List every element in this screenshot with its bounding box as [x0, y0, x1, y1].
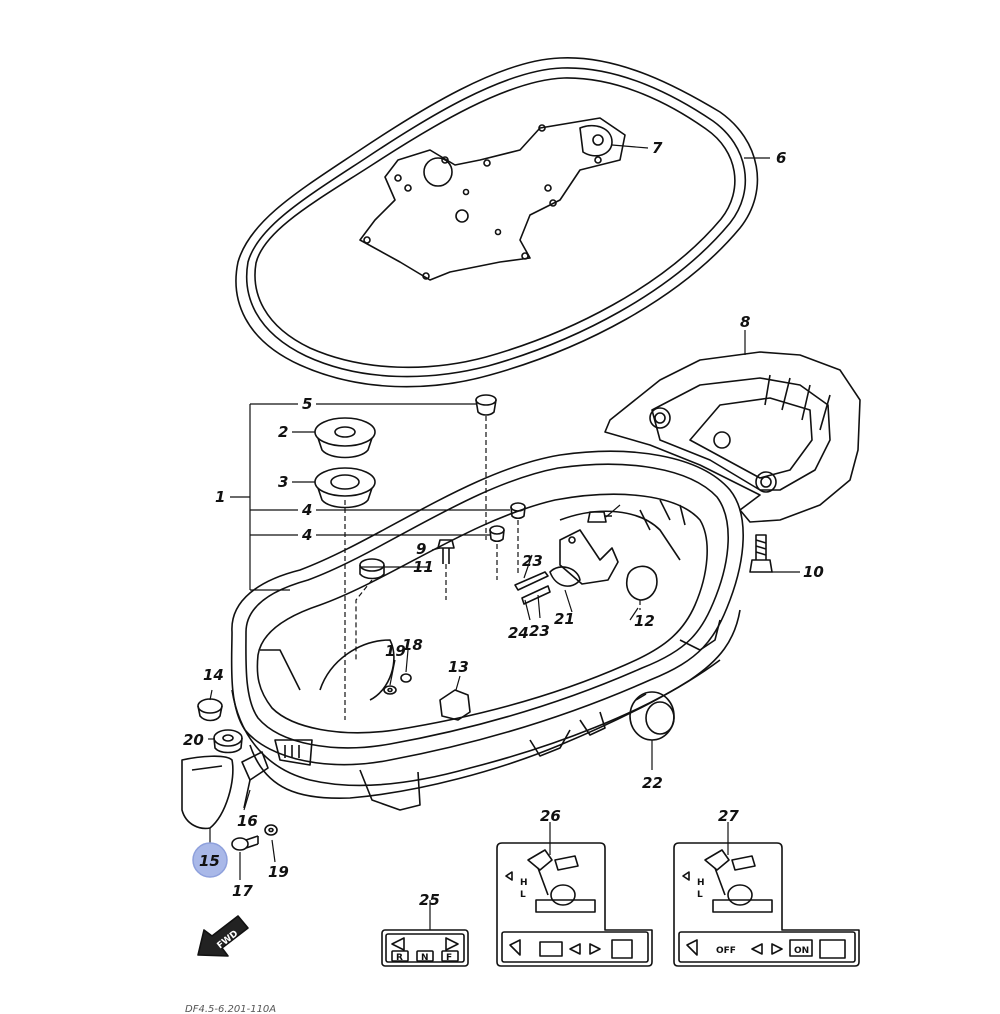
callout-9: 9: [416, 540, 426, 558]
washer-19-inner: [383, 685, 397, 695]
decal-27-off: OFF: [716, 946, 736, 956]
decal-25-f: F: [446, 953, 452, 963]
decal-27: [673, 842, 860, 967]
callout-3: 3: [278, 473, 288, 491]
plate-gasket: [359, 117, 626, 281]
callout-23a: 23: [522, 552, 543, 570]
callout-24: 24: [508, 624, 529, 642]
lever-15: [181, 755, 234, 830]
callout-27: 27: [718, 807, 739, 825]
washer-19: [264, 824, 278, 836]
bolt-17: [231, 835, 259, 851]
callout-7: 7: [652, 139, 663, 157]
callout-25: 25: [419, 891, 440, 909]
cap-12: [625, 565, 658, 601]
callout-17: 17: [232, 882, 253, 900]
pad-23: [514, 571, 551, 605]
callout-labels: 1 2 3 4 4 5 6 7 8 9 10 11 12 13 14 15 16…: [183, 139, 824, 909]
bolt-top: [587, 511, 612, 523]
callout-15: 15: [199, 852, 220, 870]
footer-code: DF4.5-6.201-110A: [185, 1004, 276, 1014]
bolt-9: [437, 539, 455, 564]
nut-18: [400, 673, 412, 683]
callout-26: 26: [540, 807, 561, 825]
leader-lines: [208, 144, 800, 930]
decal-25: [381, 929, 469, 967]
clip-16: [241, 751, 269, 809]
cap-14: [197, 698, 223, 722]
callout-10: 10: [803, 563, 824, 581]
callout-21: 21: [554, 610, 575, 628]
callout-16: 16: [237, 812, 258, 830]
callout-19b: 19: [268, 863, 289, 881]
decal-26: [496, 842, 653, 967]
callout-19a: 19: [385, 642, 406, 660]
fitting-13: [439, 689, 471, 721]
damper-11: [359, 558, 385, 580]
grommet-20: [213, 729, 243, 754]
callout-11: 11: [413, 558, 434, 576]
carry-handle: [604, 351, 861, 523]
grommet-2: [314, 417, 376, 459]
callout-23b: 23: [529, 622, 550, 640]
callout-14: 14: [203, 666, 224, 684]
top-seal-gasket: [235, 57, 759, 388]
decal-texts: R N F H L H L OFF ON FWD: [216, 878, 810, 963]
lower-cowl: [230, 450, 744, 811]
callout-4b: 4: [301, 526, 312, 544]
callout-2: 2: [278, 423, 288, 441]
callout-8: 8: [740, 313, 750, 331]
decal-27-on: ON: [794, 946, 809, 956]
decal-25-n: N: [421, 953, 429, 963]
grommet-22: [629, 691, 675, 741]
callout-20: 20: [183, 731, 204, 749]
callout-22: 22: [642, 774, 663, 792]
fwd-arrow-icon: [197, 915, 249, 957]
callout-6: 6: [776, 149, 786, 167]
decal-26-h: H: [520, 878, 528, 888]
plug-5: [475, 394, 497, 416]
callout-12: 12: [634, 612, 655, 630]
callout-5: 5: [302, 395, 312, 413]
callout-18: 18: [402, 636, 423, 654]
plug-4: [489, 502, 526, 543]
bolt-10: [749, 534, 773, 573]
decal-27-h: H: [697, 878, 705, 888]
bracket-21: [549, 529, 619, 587]
decal-27-l: L: [697, 890, 703, 900]
callout-1: 1: [215, 488, 225, 506]
callout-4a: 4: [301, 501, 312, 519]
callout-13: 13: [448, 658, 469, 676]
highlight-marker: [192, 842, 228, 878]
decal-26-l: L: [520, 890, 526, 900]
decal-25-r: R: [396, 953, 403, 963]
